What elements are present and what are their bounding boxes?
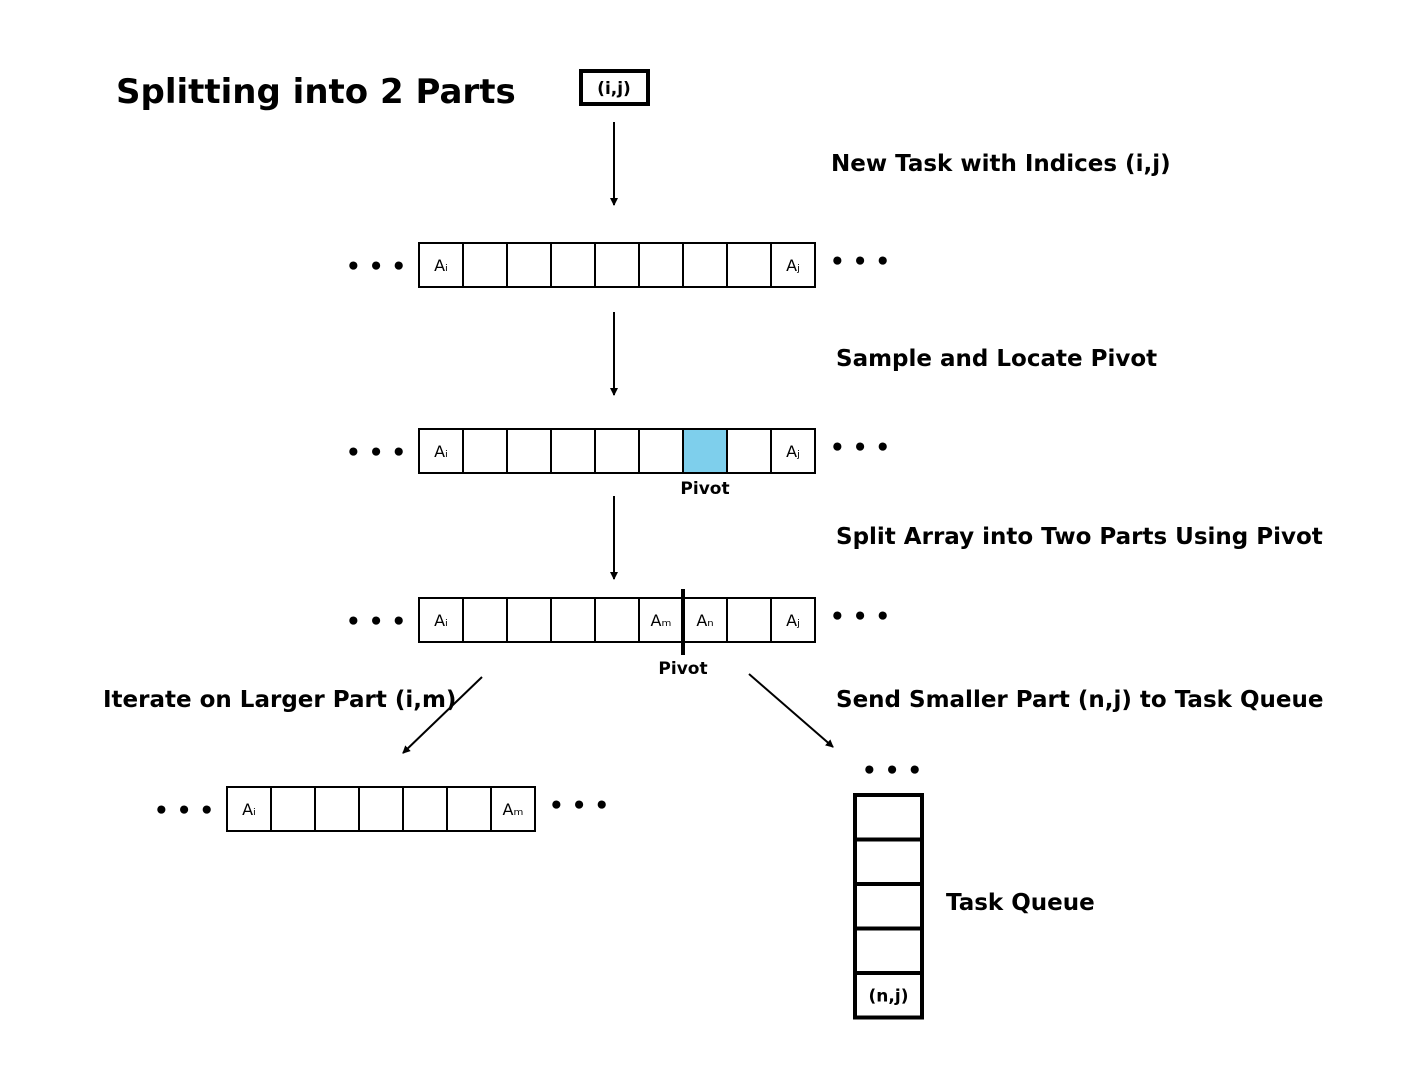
array2-cell-5 xyxy=(638,428,684,474)
ellipsis-left-1: • • • xyxy=(346,254,406,280)
array-row-2: Aᵢ Aⱼ xyxy=(418,428,816,474)
array1-cell-8 xyxy=(770,242,816,288)
array4-cell-5 xyxy=(446,786,492,832)
task-queue-slot-1 xyxy=(853,837,924,886)
array2-cell-6 xyxy=(682,428,728,474)
array1-cell-1 xyxy=(462,242,508,288)
array3-cell-3 xyxy=(550,597,596,643)
task-queue-slot-label-4: (n,j) xyxy=(869,986,909,1006)
array2-cell-8 xyxy=(770,428,816,474)
task-queue-slot-2 xyxy=(853,882,924,931)
array2-cell-1 xyxy=(462,428,508,474)
array3-cell-0 xyxy=(418,597,464,643)
task-queue-slot-4 xyxy=(853,971,924,1020)
array4-cell-1 xyxy=(270,786,316,832)
diagram-title: Splitting into 2 Parts xyxy=(116,72,516,112)
array1-cell-label-0: Aᵢ xyxy=(434,256,448,275)
array1-cell-2 xyxy=(506,242,552,288)
array2-cell-7 xyxy=(726,428,772,474)
array1-cell-6 xyxy=(682,242,728,288)
ellipsis-right-3: • • • xyxy=(830,604,890,630)
pivot-label-1: Pivot xyxy=(680,479,729,499)
input-task-label: (i,j) xyxy=(597,79,631,99)
array3-cell-8 xyxy=(770,597,816,643)
ellipsis-left-2: • • • xyxy=(346,440,406,466)
array3-cell-7 xyxy=(726,597,772,643)
step-new-task: New Task with Indices (i,j) xyxy=(831,151,1171,177)
array2-cell-label-8: Aⱼ xyxy=(786,442,800,461)
array4-cell-3 xyxy=(358,786,404,832)
step-split-array: Split Array into Two Parts Using Pivot xyxy=(836,524,1323,550)
array2-cell-3 xyxy=(550,428,596,474)
array4-cell-label-6: Aₘ xyxy=(503,800,524,819)
array1-cell-label-8: Aⱼ xyxy=(786,256,800,275)
array4-cell-4 xyxy=(402,786,448,832)
array1-cell-3 xyxy=(550,242,596,288)
task-queue: (n,j) xyxy=(853,793,924,1020)
step-sample-pivot: Sample and Locate Pivot xyxy=(836,346,1157,372)
array2-cell-label-0: Aᵢ xyxy=(434,442,448,461)
array4-cell-2 xyxy=(314,786,360,832)
ellipsis-left-3: • • • xyxy=(346,609,406,635)
array3-cell-label-6: Aₙ xyxy=(696,611,713,630)
array1-cell-4 xyxy=(594,242,640,288)
array-row-1: Aᵢ Aⱼ xyxy=(418,242,816,288)
array3-cell-2 xyxy=(506,597,552,643)
step-iterate-larger: Iterate on Larger Part (i,m) xyxy=(103,687,456,713)
array2-cell-0 xyxy=(418,428,464,474)
task-queue-label: Task Queue xyxy=(946,890,1095,916)
ellipsis-right-2: • • • xyxy=(830,435,890,461)
array4-cell-6 xyxy=(490,786,536,832)
input-task-box: (i,j) xyxy=(579,69,650,106)
array1-cell-0 xyxy=(418,242,464,288)
array3-cell-4 xyxy=(594,597,640,643)
step-send-smaller: Send Smaller Part (n,j) to Task Queue xyxy=(836,687,1323,713)
array3-cell-label-0: Aᵢ xyxy=(434,611,448,630)
array-row-3: Aᵢ Aₘ Aₙ Aⱼ xyxy=(418,597,816,643)
array1-cell-7 xyxy=(726,242,772,288)
array2-cell-4 xyxy=(594,428,640,474)
array3-cell-1 xyxy=(462,597,508,643)
pivot-label-2: Pivot xyxy=(658,659,707,679)
array2-cell-2 xyxy=(506,428,552,474)
ellipsis-queue: • • • xyxy=(862,758,922,784)
array3-cell-label-5: Aₘ xyxy=(651,611,672,630)
arrow-to-task-queue xyxy=(748,673,834,748)
task-queue-slot-3 xyxy=(853,926,924,975)
arrow-to-larger-part xyxy=(402,676,483,754)
ellipsis-right-4: • • • xyxy=(549,793,609,819)
ellipsis-right-1: • • • xyxy=(830,249,890,275)
ellipsis-left-4: • • • xyxy=(154,798,214,824)
array4-cell-label-0: Aᵢ xyxy=(242,800,256,819)
array-row-4: Aᵢ Aₘ xyxy=(226,786,536,832)
task-queue-slot-0 xyxy=(853,793,924,842)
array3-cell-label-8: Aⱼ xyxy=(786,611,800,630)
array1-cell-5 xyxy=(638,242,684,288)
